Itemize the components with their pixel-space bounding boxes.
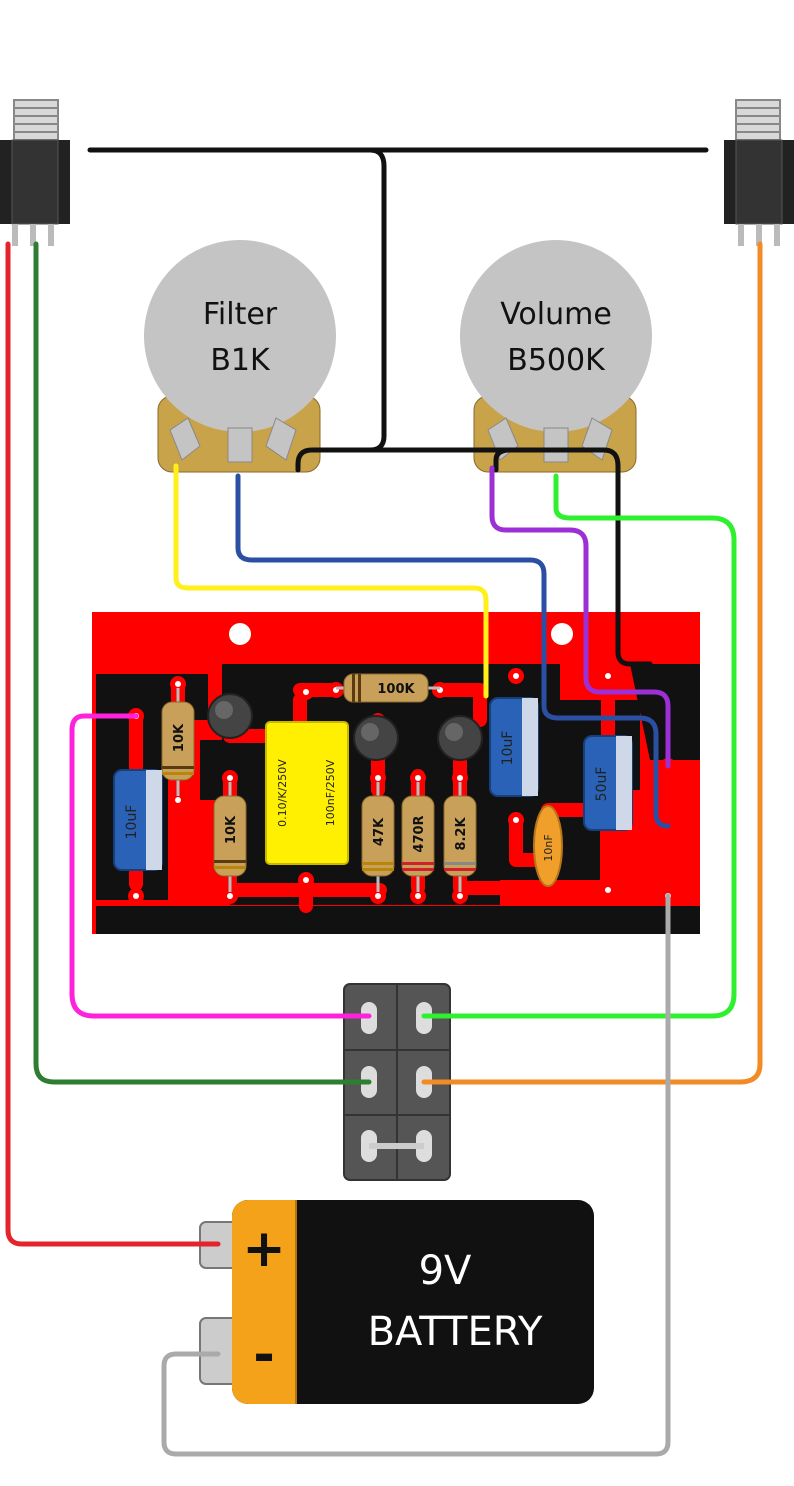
- wire-red: [5, 241, 221, 1247]
- transistor: [353, 715, 399, 761]
- mounting-hole: [551, 623, 573, 645]
- wire-yellow: [173, 463, 489, 699]
- circuit-board: [92, 612, 700, 934]
- volume-pot: Volume B500K: [460, 240, 652, 473]
- wire-black: [493, 447, 513, 473]
- wire-gray: [161, 893, 671, 1457]
- wire-black: [367, 447, 653, 667]
- wire-bright-green: [421, 473, 737, 1019]
- resistor-label: 10K: [224, 815, 239, 844]
- resistor-label: 470R: [412, 815, 427, 852]
- ceramic-cap-label: 10nF: [542, 834, 555, 861]
- transistor: [207, 693, 253, 739]
- pot-name: Volume: [500, 297, 612, 332]
- resistor-r1: 10K: [161, 688, 195, 796]
- battery-9v: + - 9V BATTERY: [199, 1200, 594, 1404]
- footswitch: [343, 983, 451, 1181]
- resistor-label: 10K: [172, 723, 187, 752]
- wire-orange: [421, 241, 763, 1085]
- wire-purple: [489, 465, 671, 769]
- resistor-r6: 8.2K: [443, 782, 477, 892]
- film-capacitor: 0.10/K/250V 100nF/250V: [265, 721, 349, 865]
- wire-dark-green: [33, 241, 372, 1085]
- battery-plus-symbol: +: [242, 1219, 286, 1279]
- cap-label: 10uF: [124, 805, 140, 840]
- pot-value: B1K: [210, 343, 271, 378]
- film-cap-label-1: 0.10/K/250V: [276, 759, 289, 827]
- electrolytic-capacitor-c3: 50uF: [583, 735, 633, 831]
- cap-label: 10uF: [500, 731, 516, 766]
- resistor-label: 8.2K: [454, 817, 469, 851]
- transistor: [437, 715, 483, 761]
- wire-magenta: [69, 713, 372, 1019]
- resistor-r2: 10K: [213, 782, 247, 892]
- ceramic-capacitor: 10nF: [533, 805, 563, 887]
- resistor-label: 100K: [377, 682, 415, 697]
- wire-black: [295, 147, 387, 473]
- cap-label: 50uF: [594, 767, 610, 802]
- resistor-r4: 47K: [361, 782, 395, 892]
- mounting-hole: [229, 623, 251, 645]
- resistor-r3: 100K: [336, 673, 440, 703]
- resistor-r5: 470R: [401, 782, 435, 892]
- battery-minus-symbol: -: [253, 1325, 275, 1385]
- electrolytic-capacitor-c1: 10uF: [113, 769, 163, 871]
- pot-value: B500K: [507, 343, 606, 378]
- film-cap-label-2: 100nF/250V: [324, 759, 337, 826]
- output-jack: [724, 99, 794, 246]
- battery-label: BATTERY: [368, 1309, 543, 1355]
- wires: [5, 147, 763, 1457]
- input-jack: [0, 99, 70, 246]
- electrolytic-capacitor-c2: 10uF: [489, 697, 539, 797]
- battery-voltage: 9V: [419, 1248, 472, 1294]
- resistor-label: 47K: [372, 817, 387, 846]
- wire-blue: [235, 473, 671, 829]
- filter-pot: Filter B1K: [144, 240, 336, 473]
- pot-name: Filter: [203, 297, 278, 332]
